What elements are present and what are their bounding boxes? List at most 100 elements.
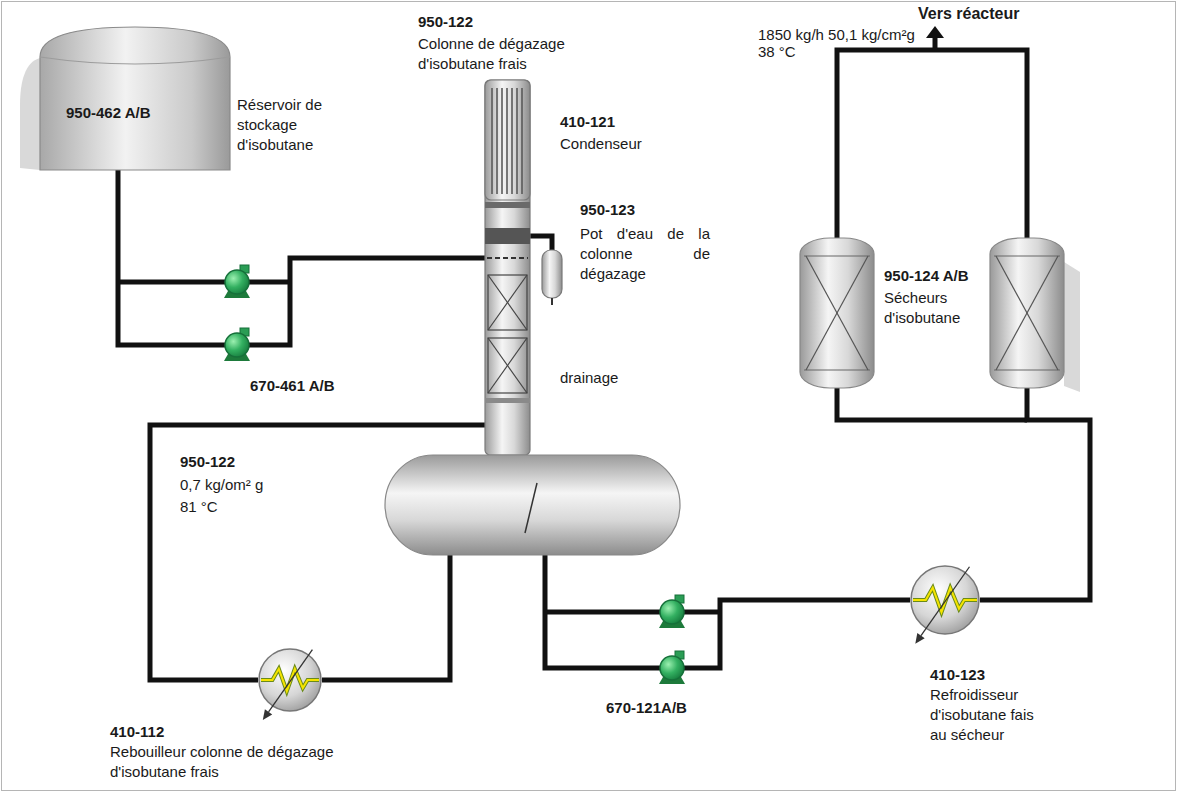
utility-arrowhead — [915, 633, 924, 644]
pot-shell — [542, 250, 562, 298]
dryer-outlet-header — [837, 50, 1027, 238]
tank-body — [40, 27, 230, 170]
equipment-tag: 410-123 — [930, 665, 985, 685]
column-band — [485, 228, 530, 244]
pipe-connector — [322, 555, 450, 680]
tank-seam — [40, 57, 230, 64]
dryer-vessel — [990, 238, 1064, 388]
condenser: 410-121Condenseur — [485, 80, 530, 200]
storage-tank-outline — [40, 25, 230, 170]
utility-stream — [269, 650, 313, 712]
exchanger-shell — [911, 566, 979, 634]
outlet-pipe — [933, 37, 938, 50]
dryer-bed-cross — [996, 256, 1058, 370]
equipment-note: 0,7 kg/om² g — [180, 475, 263, 495]
flow-conditions: 1850 kg/h 50,1 kg/cm²g 38 °C — [758, 26, 924, 60]
packing-cross — [488, 338, 527, 393]
water-pot: 950-123Pot d'eau de la colonne de dégaza… — [542, 250, 562, 298]
packing-cross — [488, 275, 527, 330]
equipment-note: Pot d'eau de la colonne de dégazage — [580, 224, 710, 284]
feed-distributor — [487, 257, 528, 259]
exchanger-coil — [913, 588, 977, 613]
pot-drain-nozzle — [551, 298, 553, 305]
packing-bed — [488, 275, 527, 330]
column-drum-outline — [385, 455, 680, 555]
pipe-connector — [980, 388, 1090, 600]
drum-shell — [385, 455, 680, 555]
condenser-tube — [506, 88, 508, 194]
pump-casing — [660, 656, 684, 680]
dryer-bed-cross — [806, 256, 868, 370]
cooler-outline — [910, 565, 980, 635]
equipment-tag: 950-122 — [180, 452, 235, 472]
equipment-note: Refroidisseur d'isobutane fais au sécheu… — [930, 685, 1042, 745]
condenser-tube — [516, 88, 518, 194]
dryer-bed-cross — [806, 256, 868, 370]
equipment-tag: 410-112 — [110, 722, 164, 742]
reboiler-outline — [258, 648, 322, 712]
exchanger-coil — [913, 588, 977, 613]
dryer-inlet-manifold — [837, 388, 1027, 420]
condenser-tube — [501, 88, 503, 194]
dryer-vessel — [800, 238, 874, 388]
equipment-note: Réservoir de stockage d'isobutane — [237, 95, 337, 155]
utility-stream — [921, 567, 969, 636]
equipment-note: Sécheurs d'isobutane — [884, 288, 974, 328]
condenser-shell — [485, 80, 530, 200]
equipment-note: 81 °C — [180, 497, 218, 517]
packing-bed — [488, 338, 527, 393]
storage-tank: 950-462 A/BRéservoir de stockage d'isobu… — [40, 25, 230, 170]
exchanger-coil — [261, 669, 319, 691]
pump-symbol — [659, 595, 685, 628]
equipment-tag: 950-462 A/B — [66, 103, 151, 123]
condenser-tube — [496, 88, 498, 194]
pump-symbol — [659, 651, 685, 684]
condenser-tube — [511, 88, 513, 194]
packing-cross — [488, 338, 527, 393]
equipment-tag: 950-124 A/B — [884, 266, 969, 286]
equipment-note: Condenseur — [560, 134, 642, 154]
column-shell — [485, 80, 530, 455]
dryer-shadow — [1064, 262, 1080, 392]
pump-symbol — [224, 265, 250, 298]
condenser-tube — [491, 88, 493, 194]
destination-label: Vers réacteur — [918, 4, 1019, 23]
exchanger-shell — [259, 649, 321, 711]
drain-note: drainage — [560, 368, 618, 388]
pump-casing — [225, 333, 249, 357]
outlet-arrowhead — [926, 26, 944, 38]
dryer-bed-edge — [994, 370, 1060, 371]
pipework — [118, 37, 1027, 612]
dryer-bed-edge — [804, 256, 870, 257]
pump-casing — [225, 270, 249, 294]
equipment-tag: 950-122 — [418, 12, 473, 32]
condenser-outline — [485, 80, 530, 200]
tank-shadow — [20, 58, 40, 170]
dryer-bed-cross — [996, 256, 1058, 370]
pipe-connector — [530, 236, 552, 250]
dryer-bed-edge — [994, 256, 1060, 257]
utility-arrowhead — [263, 709, 272, 720]
column-band — [485, 202, 530, 208]
drum-weir — [525, 483, 537, 533]
column-ring — [485, 398, 530, 403]
pump-branch-pipe — [118, 280, 290, 285]
dryer-pair: 950-124 A/BSécheurs d'isobutane — [800, 238, 1064, 388]
equipment-tag: 410-121 — [560, 112, 615, 132]
reboiler: 410-112Rebouilleur colonne de dégazage d… — [258, 648, 322, 712]
condenser-tube — [521, 88, 523, 194]
pump-tag: 670-461 A/B — [250, 376, 335, 396]
pipe-connector — [118, 170, 485, 345]
pipe-connector — [545, 555, 910, 668]
equipment-note: Rebouilleur colonne de dégazage d'isobut… — [110, 742, 350, 782]
pump-casing — [660, 600, 684, 624]
equipment-note: Colonne de dégazage d'isobutane frais — [418, 34, 574, 74]
exchanger-coil — [261, 669, 319, 691]
packing-cross — [488, 275, 527, 330]
pump-branch-pipe — [545, 610, 720, 615]
dryer-bed-edge — [804, 370, 870, 371]
pump-tag: 670-121A/B — [606, 698, 687, 718]
column-drum: 950-1220,7 kg/om² g81 °C — [385, 455, 680, 555]
